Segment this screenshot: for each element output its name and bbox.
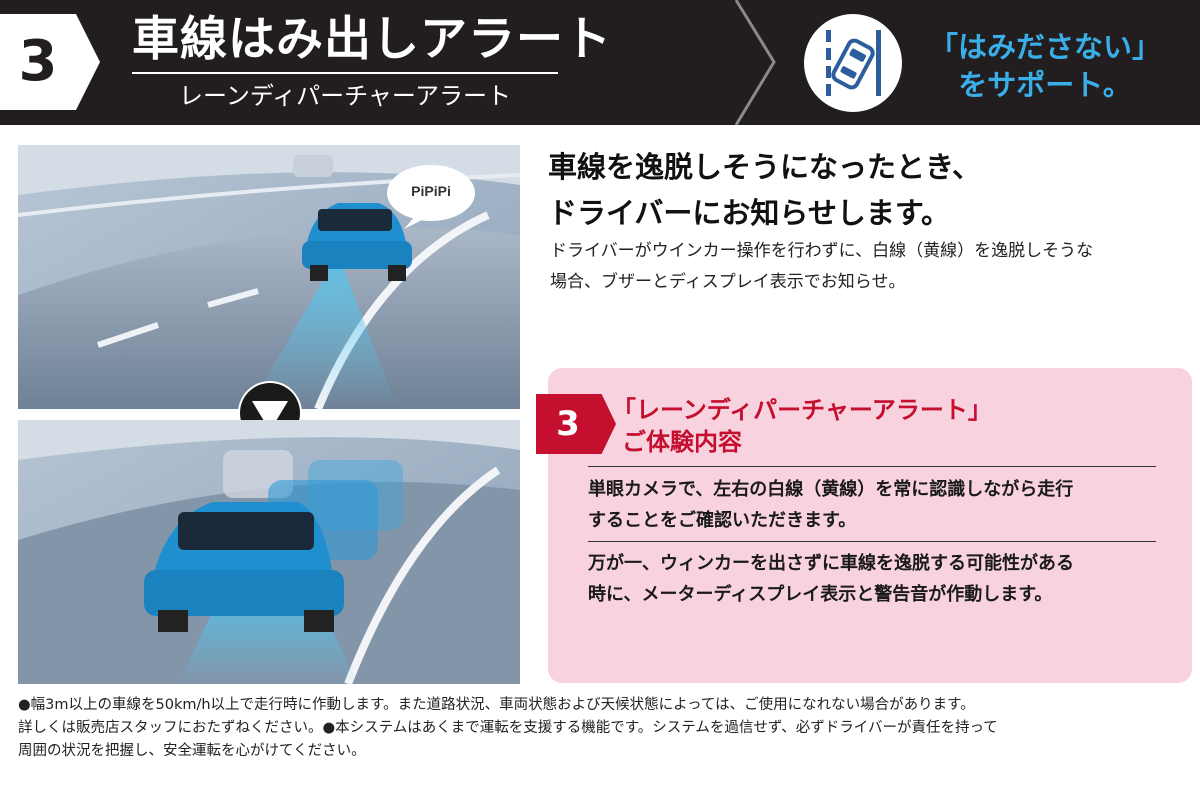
feature-number: 3 bbox=[18, 29, 58, 94]
headline-line-2: ドライバーにお知らせします。 bbox=[548, 196, 950, 230]
description-line-2: 場合、ブザーとディスプレイ表示でお知らせ。 bbox=[550, 272, 906, 292]
experience-panel bbox=[548, 368, 1192, 683]
support-line-1: 「はみださない」 bbox=[928, 30, 1161, 64]
experience-number-badge: 3 bbox=[536, 394, 616, 454]
pipipi-bubble-text: PiPiPi bbox=[411, 183, 451, 199]
photo-car-approaching-lane: PiPiPi bbox=[18, 145, 520, 409]
footnote-line-3: 周囲の状況を把握し、安全運転を心がけてください。 bbox=[18, 743, 366, 759]
chevron-right-icon bbox=[734, 0, 776, 125]
experience-number: 3 bbox=[556, 404, 580, 444]
feature-number-badge: 3 bbox=[0, 14, 100, 110]
paragraph-1-line-2: することをご確認いただきます。 bbox=[588, 510, 857, 531]
feature-subtitle: レーンディパーチャーアラート bbox=[179, 82, 511, 110]
feature-description: ドライバーがウインカー操作を行わずに、白線（黄線）を逸脱しそうな 場合、ブザーと… bbox=[550, 236, 1190, 298]
description-line-1: ドライバーがウインカー操作を行わずに、白線（黄線）を逸脱しそうな bbox=[550, 241, 1094, 261]
experience-divider-2 bbox=[588, 541, 1156, 542]
footnote-line-1: ●幅3m以上の車線を50km/h以上で走行時に作動します。また道路状況、車両状態… bbox=[18, 697, 975, 713]
headline-line-1: 車線を逸脱しそうになったとき、 bbox=[548, 150, 981, 184]
paragraph-2-line-1: 万が一、ウィンカーを出さずに車線を逸脱する可能性がある bbox=[588, 553, 1074, 574]
support-message: 「はみださない」 をサポート。 bbox=[915, 28, 1175, 104]
experience-title: 「レーンディパーチャーアラート」 ご体験内容 bbox=[612, 394, 1172, 458]
feature-header: 3 車線はみ出しアラート レーンディパーチャーアラート 「はみださな bbox=[0, 0, 1200, 125]
feature-title: 車線はみ出しアラート bbox=[132, 12, 612, 67]
experience-divider-1 bbox=[588, 466, 1156, 467]
paragraph-1-line-1: 単眼カメラで、左右の白線（黄線）を常に認識しながら走行 bbox=[588, 479, 1074, 500]
experience-title-line-1: 「レーンディパーチャーアラート」 bbox=[612, 396, 992, 424]
experience-paragraph-1: 単眼カメラで、左右の白線（黄線）を常に認識しながら走行 することをご確認いただき… bbox=[588, 474, 1156, 536]
support-line-2: をサポート。 bbox=[958, 68, 1132, 102]
footnotes: ●幅3m以上の車線を50km/h以上で走行時に作動します。また道路状況、車両状態… bbox=[18, 694, 1188, 763]
feature-headline: 車線を逸脱しそうになったとき、 ドライバーにお知らせします。 bbox=[548, 144, 1168, 236]
photo-car-lane-departure bbox=[18, 420, 520, 684]
footnote-line-2: 詳しくは販売店スタッフにおたずねください。●本システムはあくまで運転を支援する機… bbox=[18, 720, 998, 736]
experience-paragraph-2: 万が一、ウィンカーを出さずに車線を逸脱する可能性がある 時に、メーターディスプレ… bbox=[588, 548, 1156, 610]
experience-title-line-2: ご体験内容 bbox=[622, 428, 742, 456]
paragraph-2-line-2: 時に、メーターディスプレイ表示と警告音が作動します。 bbox=[588, 584, 1053, 605]
title-divider bbox=[132, 72, 558, 74]
lane-departure-icon bbox=[804, 14, 902, 112]
